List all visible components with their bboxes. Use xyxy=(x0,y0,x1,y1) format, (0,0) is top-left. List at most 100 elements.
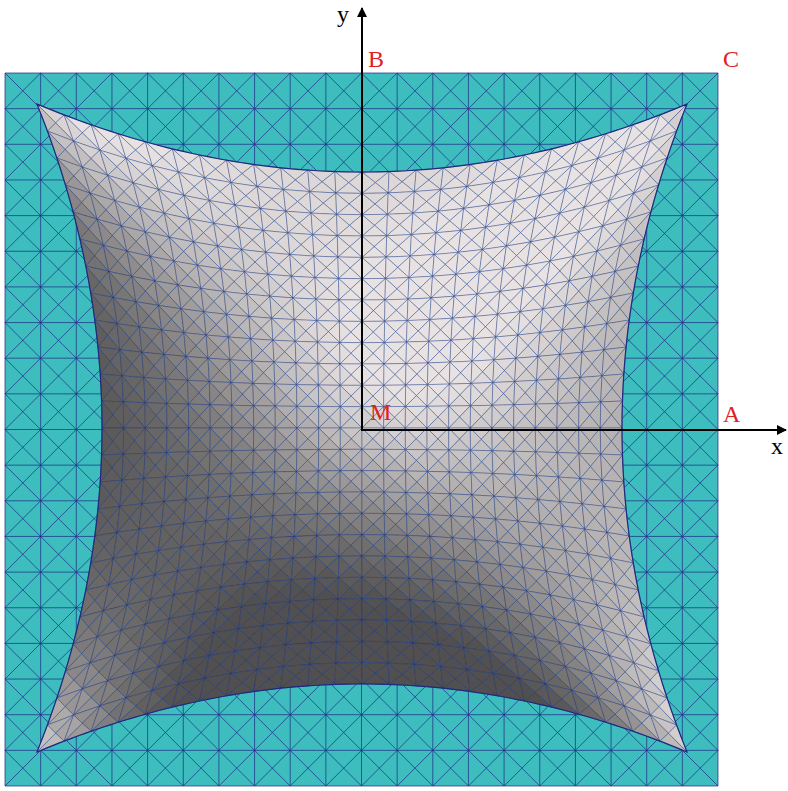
surface-element xyxy=(201,544,214,567)
surface-element xyxy=(169,237,183,261)
surface-element xyxy=(169,595,183,619)
surface-element xyxy=(293,298,305,320)
mesh-line xyxy=(183,109,219,145)
surface-element xyxy=(209,451,220,474)
surface-element xyxy=(254,428,265,450)
surface-element xyxy=(155,551,168,576)
surface-element xyxy=(194,242,208,265)
surface-element xyxy=(103,585,117,611)
surface-element xyxy=(337,620,350,641)
mesh-line xyxy=(326,73,362,109)
surface-element xyxy=(275,406,286,428)
surface-element xyxy=(224,292,237,315)
surface-element xyxy=(206,498,218,521)
surface-element xyxy=(210,428,221,451)
mesh-line xyxy=(41,465,77,501)
surface-element xyxy=(260,208,274,230)
surface-element xyxy=(162,330,174,355)
mesh-line xyxy=(611,750,647,786)
mesh-line xyxy=(76,750,112,786)
surface-element xyxy=(316,299,328,321)
mesh-line xyxy=(540,715,576,751)
mesh-line xyxy=(647,572,683,608)
mesh-line xyxy=(5,394,41,430)
mesh-line xyxy=(148,715,184,751)
surface-element xyxy=(209,633,224,656)
mesh-line xyxy=(682,358,718,394)
mesh-line xyxy=(682,144,718,180)
surface-element xyxy=(336,642,349,663)
mesh-line xyxy=(255,750,291,786)
mesh-line xyxy=(183,750,219,786)
surface-element xyxy=(311,213,324,235)
surface-element xyxy=(126,158,143,183)
surface-element xyxy=(82,167,99,193)
surface-element xyxy=(311,621,324,643)
surface-element xyxy=(288,233,301,255)
mesh-line xyxy=(5,572,41,608)
surface-element xyxy=(317,514,329,535)
mesh-line xyxy=(326,750,362,786)
mesh-line xyxy=(5,715,41,751)
surface-element xyxy=(297,428,308,450)
mesh-line xyxy=(682,216,718,252)
surface-element xyxy=(188,428,199,452)
mesh-line xyxy=(5,679,41,715)
surface-element xyxy=(293,536,305,558)
mesh-line xyxy=(682,323,718,359)
mesh-line xyxy=(5,216,41,252)
surface-element xyxy=(184,195,199,218)
mesh-line xyxy=(433,750,469,786)
mesh-line xyxy=(647,465,683,501)
surface-element xyxy=(189,614,204,637)
mesh-line xyxy=(468,715,504,751)
mesh-line xyxy=(682,643,718,679)
mesh-line xyxy=(397,750,433,786)
mesh-line xyxy=(41,394,77,430)
surface-element xyxy=(65,185,81,212)
surface-element xyxy=(290,580,303,602)
surface-element xyxy=(318,342,329,364)
surface-element xyxy=(167,404,178,429)
surface-element xyxy=(272,318,284,340)
mesh-line xyxy=(148,73,184,109)
mesh-line xyxy=(647,358,683,394)
mesh-line xyxy=(504,73,540,109)
mesh-line xyxy=(397,109,433,145)
mesh-line xyxy=(41,430,77,466)
surface-element xyxy=(144,378,156,403)
surface-element xyxy=(120,480,132,506)
surface-element xyxy=(184,637,199,660)
mesh-line xyxy=(575,750,611,786)
surface-element xyxy=(122,454,134,480)
mesh-line xyxy=(433,109,469,145)
surface-element xyxy=(145,428,156,453)
surface-element xyxy=(297,450,308,472)
mesh-line xyxy=(41,536,77,572)
mesh-line xyxy=(290,715,326,751)
mesh-line xyxy=(41,358,77,394)
surface-element xyxy=(164,354,176,379)
mesh-line xyxy=(433,750,469,786)
surface-element xyxy=(339,300,351,321)
mesh-line xyxy=(362,715,398,751)
surface-element xyxy=(186,356,198,380)
mesh-line xyxy=(647,394,683,430)
mesh-line xyxy=(255,73,291,109)
mesh-line xyxy=(326,750,362,786)
surface-element xyxy=(268,274,281,296)
surface-element xyxy=(100,150,117,175)
mesh-line xyxy=(682,608,718,644)
surface-element xyxy=(90,193,106,219)
surface-element xyxy=(230,360,242,383)
mesh-line xyxy=(647,536,683,572)
surface-element xyxy=(257,648,272,670)
surface-element xyxy=(231,183,246,205)
surface-element xyxy=(115,630,130,655)
surface-element xyxy=(308,664,322,686)
mesh-line xyxy=(290,109,326,145)
surface-element xyxy=(263,230,277,252)
mesh-line xyxy=(76,750,112,786)
surface-element xyxy=(339,514,350,535)
mesh-line xyxy=(682,180,718,216)
